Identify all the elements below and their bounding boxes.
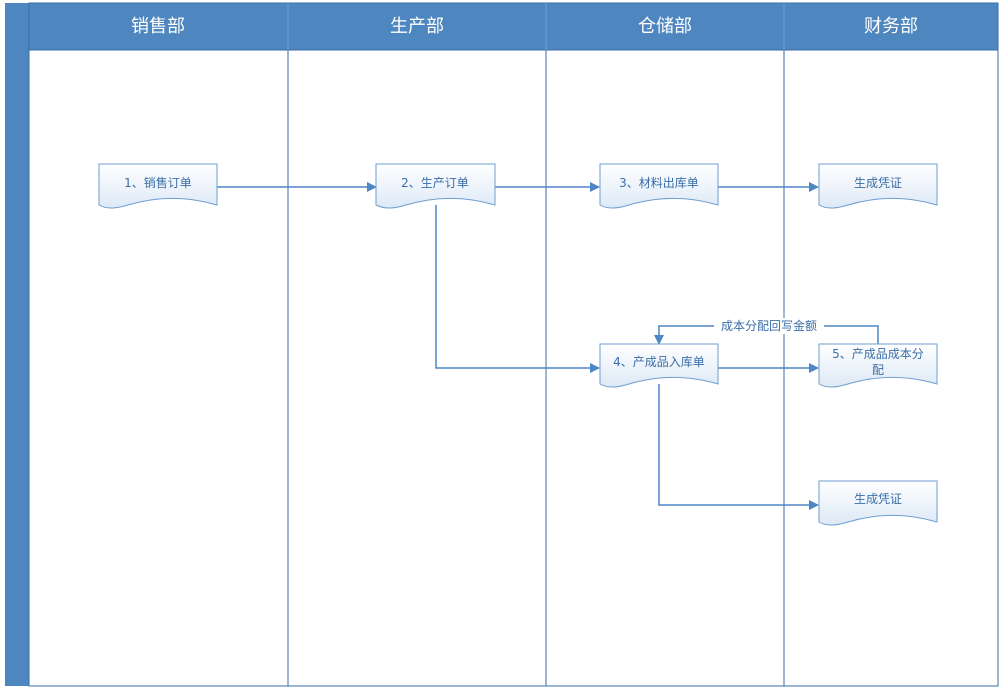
- doc-voucher-2-label: 生成凭证: [854, 491, 902, 506]
- lane-title-production: 生产部: [390, 16, 444, 37]
- pool-border: [28, 2, 999, 687]
- doc-sales-order[interactable]: 1、销售订单: [98, 163, 218, 209]
- doc-voucher-1[interactable]: 生成凭证: [818, 163, 938, 209]
- doc-voucher-1-label: 生成凭证: [854, 175, 902, 190]
- lane-title-sales: 销售部: [131, 16, 185, 37]
- pool-side-band: [5, 3, 29, 686]
- doc-sales-order-label: 1、销售订单: [124, 175, 192, 190]
- doc-production-order-label: 2、生产订单: [401, 176, 469, 190]
- edge-receipt-to-voucher-2: [658, 384, 819, 510]
- doc-voucher-2[interactable]: 生成凭证: [818, 480, 938, 526]
- doc-cost-allocation-line1: 5、产成品成本分: [832, 347, 924, 361]
- lane-header-bar: [28, 2, 999, 51]
- doc-production-order[interactable]: 2、生产订单: [375, 163, 496, 209]
- writeback-label: 成本分配回写金额: [721, 318, 817, 333]
- writeback-label-bg: [714, 318, 824, 334]
- doc-cost-allocation-line2: 配: [872, 363, 884, 377]
- doc-material-issue-label: 3、材料出库单: [619, 175, 699, 190]
- lane-title-warehouse: 仓储部: [638, 16, 692, 37]
- doc-cost-allocation[interactable]: 5、产成品成本分 配: [818, 343, 938, 388]
- doc-finished-goods-receipt-label: 4、产成品入库单: [613, 354, 705, 369]
- lane-title-finance: 财务部: [864, 16, 918, 37]
- doc-material-issue[interactable]: 3、材料出库单: [599, 163, 719, 209]
- doc-finished-goods-receipt[interactable]: 4、产成品入库单: [599, 343, 719, 388]
- edge-production-to-receipt: [435, 205, 600, 373]
